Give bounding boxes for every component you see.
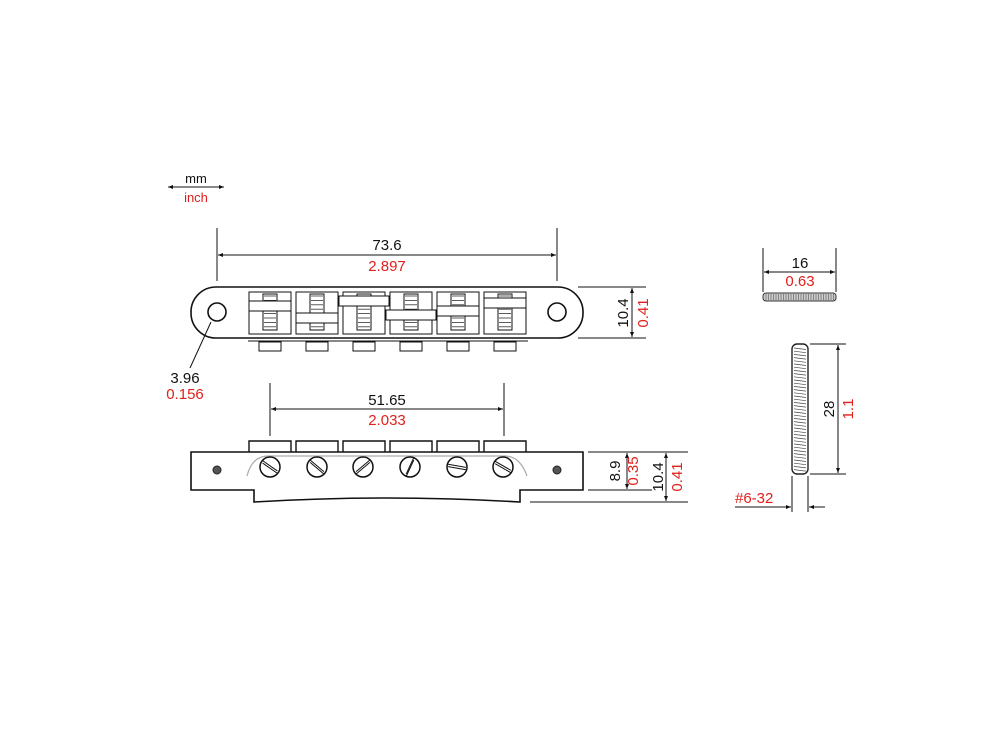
intonation-screw-2 xyxy=(306,456,328,478)
saddle-front-3 xyxy=(342,440,386,452)
saddle-front-4 xyxy=(389,440,433,452)
saddle-front-6 xyxy=(483,440,527,452)
bridge-front-view xyxy=(190,440,584,503)
saddle-height-inch: 0.35 xyxy=(625,456,642,485)
saddle-top-3 xyxy=(338,291,390,352)
saddle-front-2 xyxy=(295,440,339,452)
mount-hole-left xyxy=(207,302,227,322)
intonation-screw-3 xyxy=(352,456,374,478)
stud-length-inch: 1.1 xyxy=(840,399,857,420)
unit-legend: mm inch xyxy=(168,171,224,205)
mount-hole-right xyxy=(547,302,567,322)
intonation-screw-5 xyxy=(446,456,468,478)
saddle-top-1 xyxy=(248,291,292,352)
hole-diameter-inch: 0.156 xyxy=(166,386,204,403)
saddle-front-1 xyxy=(248,440,292,452)
saddle-top-4 xyxy=(385,291,437,352)
stud-thread-spec: #6-32 xyxy=(735,490,773,507)
dim-string-spread: 51.65 2.033 xyxy=(269,383,505,436)
dim-overall-length: 73.6 2.897 xyxy=(216,228,558,281)
legend-mm: mm xyxy=(185,171,207,186)
threaded-stud: 28 1.1 #6-32 xyxy=(735,343,857,512)
dim-total-height: 10.4 0.41 xyxy=(530,451,688,503)
string-spread-mm: 51.65 xyxy=(368,392,406,409)
saddle-top-5 xyxy=(436,291,480,352)
thumbwheel-diameter-mm: 16 xyxy=(792,255,809,272)
hole-diameter-mm: 3.96 xyxy=(170,370,199,387)
thumbwheel: 16 0.63 xyxy=(762,248,837,302)
top-height-inch: 0.41 xyxy=(635,298,652,327)
top-height-mm: 10.4 xyxy=(615,298,632,327)
overall-length-mm: 73.6 xyxy=(372,237,401,254)
legend-inch: inch xyxy=(184,190,208,205)
saddle-height-mm: 8.9 xyxy=(607,461,624,482)
bridge-top-view xyxy=(190,286,584,352)
intonation-screw-1 xyxy=(259,456,281,478)
thumbwheel-diameter-inch: 0.63 xyxy=(785,273,814,290)
total-height-mm: 10.4 xyxy=(650,462,667,491)
intonation-screw-4 xyxy=(399,456,421,478)
string-spread-inch: 2.033 xyxy=(368,412,406,429)
stud-length-mm: 28 xyxy=(821,401,838,418)
dim-top-height: 10.4 0.41 xyxy=(578,286,652,339)
saddle-top-2 xyxy=(295,291,339,352)
intonation-screw-6 xyxy=(492,456,514,478)
stud-dot-right xyxy=(552,465,562,475)
saddle-front-5 xyxy=(436,440,480,452)
stud-dot-left xyxy=(212,465,222,475)
overall-length-inch: 2.897 xyxy=(368,258,406,275)
dim-saddle-height: 8.9 0.35 xyxy=(588,451,652,491)
saddle-top-6 xyxy=(483,291,527,352)
dim-hole-diameter: 3.96 0.156 xyxy=(166,321,212,403)
total-height-inch: 0.41 xyxy=(669,462,686,491)
